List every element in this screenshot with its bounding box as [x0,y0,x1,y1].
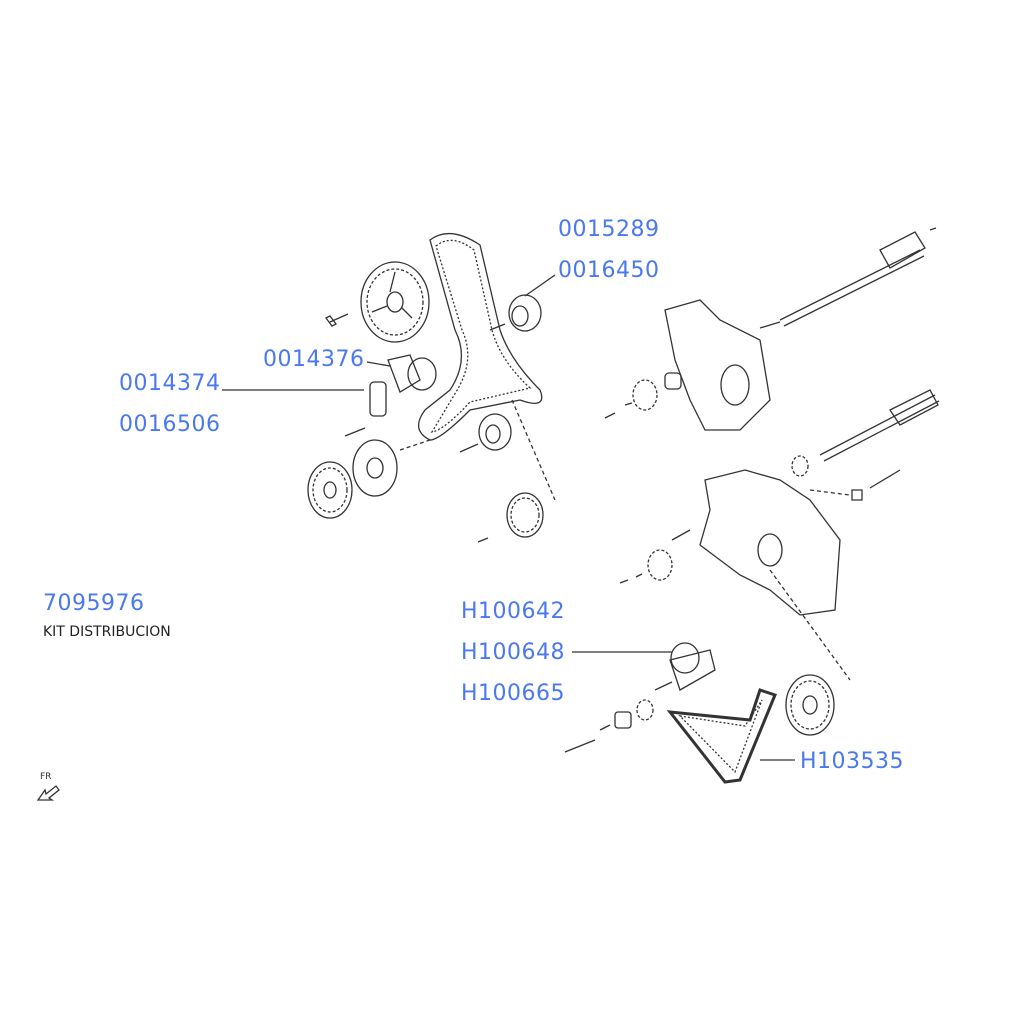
part-number-H100642[interactable]: H100642 [461,599,566,624]
upper-engine-cover [665,300,770,430]
part-number-H100648[interactable]: H100648 [461,640,566,665]
gear [648,550,672,580]
gear [633,380,657,410]
front-direction-arrow-icon [38,786,59,800]
lower-tensioner [670,643,715,690]
leader-line [525,275,555,296]
kit-part-number[interactable]: 7095976 [43,591,145,616]
front-direction-label: FR [40,772,52,782]
tensioner [370,355,436,416]
lower-pulley [786,675,834,735]
bolt [490,324,505,330]
part-number-H103535[interactable]: H103535 [800,749,905,774]
part-number-0016506[interactable]: 0016506 [119,412,221,437]
crank-pulley [308,462,352,518]
part-number-H100665[interactable]: H100665 [461,681,566,706]
part-number-0014374[interactable]: 0014374 [119,371,221,396]
upper-shaft [780,228,936,326]
cam-pulley [361,262,429,342]
lower-engine-cover [700,470,840,615]
crank-plate [353,440,397,496]
upper-timing-belt [419,234,542,440]
part-number-0016450[interactable]: 0016450 [558,258,660,283]
part-number-0015289[interactable]: 0015289 [558,217,660,242]
lower-shaft [820,390,939,461]
bolt [345,428,365,436]
lower-timing-belt [670,690,775,782]
idler-pulley-lower [479,414,511,450]
gear [637,700,653,720]
bolt [565,740,595,752]
idler-pulley [509,295,541,331]
bolt [326,314,348,326]
part-number-0014376[interactable]: 0014376 [263,347,365,372]
kit-title: KIT DISTRIBUCION [43,624,171,640]
crank-sprocket [507,493,543,537]
leader-line [367,362,390,366]
bolt [460,444,478,452]
